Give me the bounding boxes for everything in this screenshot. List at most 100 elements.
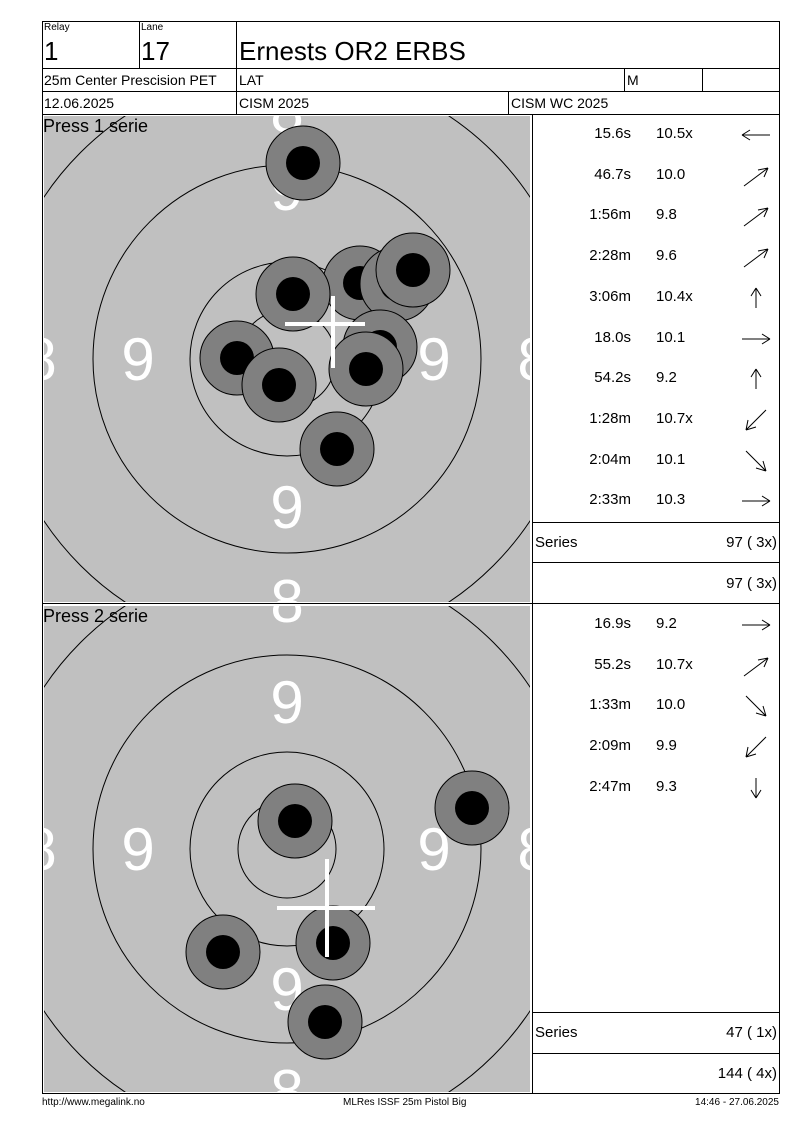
shot-time: 2:09m <box>589 737 631 755</box>
event-name: 25m Center Prescision PET <box>44 72 217 88</box>
series-2-series-label: Series <box>535 1024 578 1041</box>
shot-row: 3:06m 10.4x <box>533 277 779 318</box>
shot-time: 1:56m <box>589 206 631 224</box>
shot-time: 55.2s <box>594 655 631 673</box>
shot-row: 18.0s 10.1 <box>533 318 779 359</box>
shot-time: 2:33m <box>589 491 631 509</box>
shot-row: 1:56m 9.8 <box>533 195 779 236</box>
ring-label-9-top: 9 <box>270 669 303 736</box>
arrow-right-icon <box>742 333 771 344</box>
shot-time: 2:28m <box>589 247 631 265</box>
ring-label-8-top: 8 <box>270 606 303 635</box>
ring-label-8-right: 8 <box>517 326 530 393</box>
arrow-down-right-icon <box>745 450 767 472</box>
shot-score: 10.1 <box>656 450 686 468</box>
shot-score: 9.2 <box>656 369 677 387</box>
series-1-label: Press 1 serie <box>43 116 149 136</box>
shot-row: 2:33m 10.3 <box>533 480 779 521</box>
shot-row: 2:28m 9.6 <box>533 236 779 277</box>
shot-row: 1:28m 10.7x <box>533 399 779 440</box>
arrow-up-icon <box>750 287 762 308</box>
lane-label: Lane <box>141 22 164 33</box>
shot-row: 2:04m 10.1 <box>533 440 779 481</box>
gender: M <box>627 72 639 88</box>
arrow-down-right-icon <box>745 696 767 717</box>
country: LAT <box>239 72 264 88</box>
shot-score: 10.7x <box>656 655 693 673</box>
shot-time: 1:28m <box>589 409 631 427</box>
shot-row: 2:09m 9.9 <box>533 726 779 767</box>
shot-score: 10.5x <box>656 125 693 142</box>
arrow-down-left-icon <box>745 409 767 431</box>
shot-score: 9.8 <box>656 206 677 224</box>
shot-score: 9.2 <box>656 615 677 632</box>
arrow-right-icon <box>742 495 771 507</box>
mean-point-cross <box>277 859 375 957</box>
shot-row: 54.2s 9.2 <box>533 358 779 399</box>
shot-score: 10.4x <box>656 287 693 305</box>
date: 12.06.2025 <box>44 95 115 111</box>
relay-value: 1 <box>44 36 59 66</box>
shot-time: 3:06m <box>589 287 631 305</box>
ring-label-9-left: 9 <box>121 816 154 883</box>
shot-score: 10.7x <box>656 409 693 427</box>
arrow-up-right-icon <box>743 167 769 187</box>
relay-label: Relay <box>44 22 70 33</box>
athlete-name: Ernests OR2 ERBS <box>239 36 466 66</box>
series-1-total: 97 ( 3x) <box>726 534 777 551</box>
championship: CISM WC 2025 <box>511 95 609 111</box>
arrow-down-left-icon <box>745 736 767 758</box>
target-series-2: 9 9 9 9 8 8 8 8 <box>44 606 530 1092</box>
shot-row: 2:47m 9.3 <box>533 767 779 808</box>
arrow-right-icon <box>742 619 771 631</box>
ring-label-9-right: 9 <box>417 326 450 393</box>
ring-label-8-bottom: 8 <box>270 568 303 602</box>
mean-point-cross <box>285 296 365 368</box>
arrow-up-icon <box>750 368 762 390</box>
shot-group <box>185 770 510 1060</box>
ring-label-8-left: 8 <box>44 326 57 393</box>
shot-time: 16.9s <box>594 615 631 632</box>
shot-time: 46.7s <box>594 165 631 183</box>
shot-time: 18.0s <box>594 328 631 346</box>
series-2-label: Press 2 serie <box>43 606 149 626</box>
footer-software: MLRes ISSF 25m Pistol Big <box>343 1097 467 1108</box>
shot-time: 2:04m <box>589 450 631 468</box>
series-1-series-label: Series <box>535 534 578 551</box>
shot-time: 2:47m <box>589 777 631 795</box>
footer-timestamp: 14:46 - 27.06.2025 <box>695 1097 779 1108</box>
arrow-up-right-icon <box>743 207 769 227</box>
ring-label-9-left: 9 <box>121 326 154 393</box>
shot-score: 10.1 <box>656 328 686 346</box>
shot-row: 55.2s 10.7x <box>533 645 779 686</box>
shot-time: 54.2s <box>594 369 631 387</box>
footer-url[interactable]: http://www.megalink.no <box>42 1097 145 1108</box>
shot-row: 1:33m 10.0 <box>533 685 779 726</box>
shot-time: 15.6s <box>594 125 631 142</box>
series-2-total: 47 ( 1x) <box>726 1024 777 1041</box>
shot-row: 46.7s 10.0 <box>533 155 779 196</box>
shot-time: 1:33m <box>589 696 631 714</box>
arrow-left-icon <box>741 129 770 141</box>
shot-row: 16.9s 9.2 <box>533 604 779 645</box>
series-2-cumulative: 144 ( 4x) <box>717 1065 777 1082</box>
arrow-up-right-icon <box>743 657 769 677</box>
shot-score: 10.3 <box>656 491 686 509</box>
competition: CISM 2025 <box>239 95 310 111</box>
target-series-1: 9 9 9 9 8 8 8 8 <box>44 116 530 602</box>
series-1-cumulative: 97 ( 3x) <box>726 575 777 592</box>
arrow-down-icon <box>750 777 762 799</box>
shot-score: 10.0 <box>656 165 686 183</box>
ring-label-9-bottom: 9 <box>270 474 303 541</box>
shot-score: 9.6 <box>656 247 677 265</box>
shot-score: 9.9 <box>656 737 677 755</box>
shot-score: 10.0 <box>656 696 686 714</box>
shot-group <box>199 125 451 487</box>
arrow-up-right-icon <box>743 248 769 268</box>
ring-label-8-bottom: 8 <box>270 1058 303 1092</box>
ring-label-8-right: 8 <box>517 816 530 883</box>
shot-row: 15.6s 10.5x <box>533 114 779 155</box>
lane-value: 17 <box>141 36 170 66</box>
ring-label-8-left: 8 <box>44 816 57 883</box>
shot-score: 9.3 <box>656 777 677 795</box>
